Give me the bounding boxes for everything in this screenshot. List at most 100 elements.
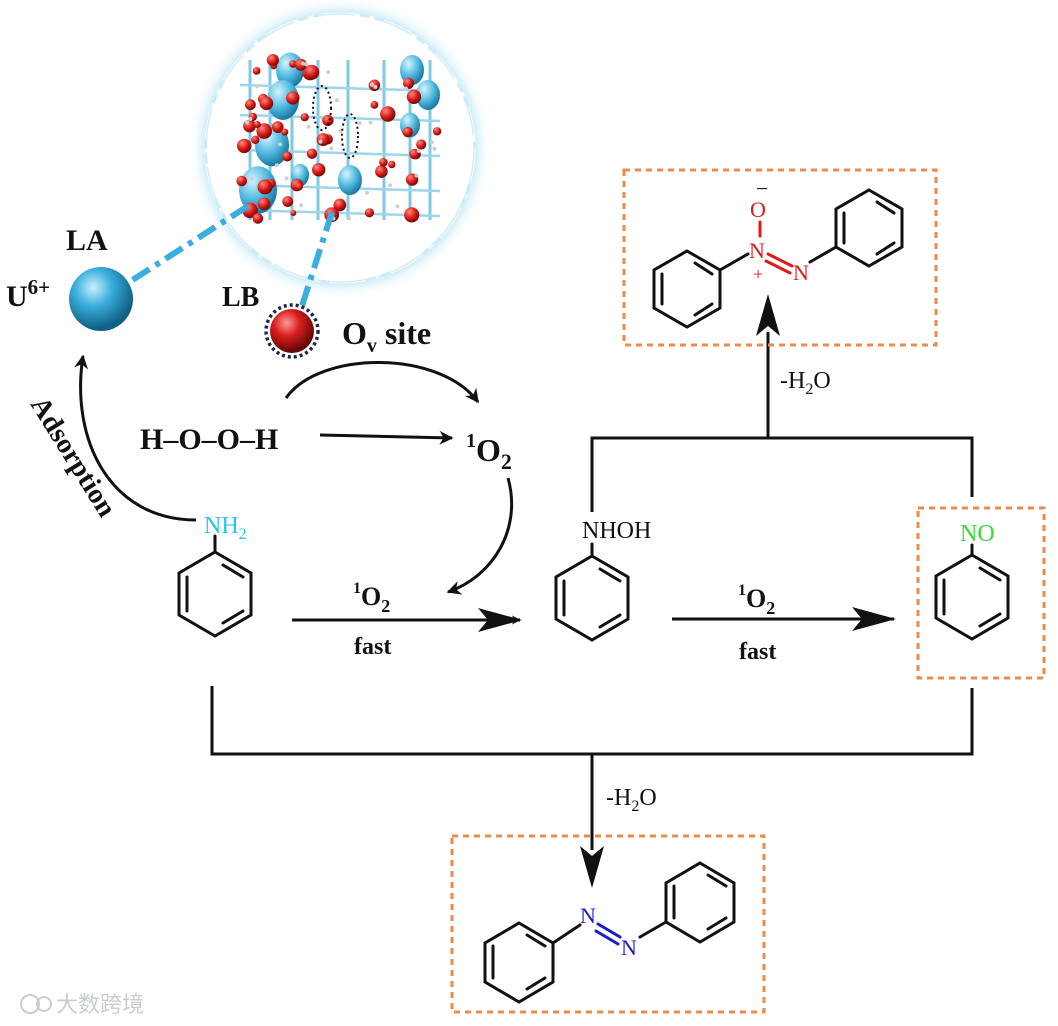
lattice-oxygen-atom (312, 163, 326, 177)
aniline-nh2-label: NH2 (204, 513, 247, 543)
lattice-oxygen-atom (251, 135, 260, 144)
la-link-line (118, 203, 250, 291)
lb-link-line (297, 211, 335, 313)
step2-o: O (746, 584, 766, 613)
oxygen-vacancy-lattice-icon (188, 0, 492, 300)
lattice-oxygen-atom (370, 101, 379, 109)
ov-site-text: site (377, 315, 431, 351)
u6-ion-label: U6+ (6, 275, 50, 313)
step1-arrowhead-fill (478, 608, 522, 632)
lattice-hydrogen-atom (432, 146, 437, 151)
azo-n2-label: N (621, 935, 637, 960)
lattice-hydrogen-atom (357, 121, 362, 126)
lattice-oxygen-atom (253, 121, 261, 128)
phenylhydroxylamine-molecule: NHOH (554, 518, 651, 642)
step2-arrowhead (852, 607, 896, 631)
lattice-oxygen-atom (266, 54, 279, 67)
nitrosobenzene-molecule: NO (934, 521, 1010, 641)
ov-subscript: v (367, 335, 377, 357)
azoxy-o-label: O (750, 197, 766, 222)
watermark-text: 大数跨境 (56, 993, 144, 1018)
lattice-oxygen-atom (243, 119, 256, 133)
lattice-oxygen-atom (432, 127, 442, 136)
hydrogen-peroxide-label: H–O–O–H (140, 423, 278, 456)
lewis-base-site: LB (222, 282, 320, 359)
step1-o: O (361, 582, 381, 611)
watermark-logo-icon (20, 994, 40, 1014)
lattice-uranium-atom (416, 80, 440, 110)
aniline-molecule: NH2 (177, 513, 253, 638)
azo-product-box (450, 834, 766, 1014)
peroxide-to-singlet-arrow (319, 430, 454, 445)
lattice-oxygen-atom (379, 158, 388, 167)
azoxy-n1-label: N (749, 238, 765, 263)
aniline-nitroso-bottom-bracket (210, 686, 974, 756)
lattice-hydrogen-atom (245, 120, 249, 125)
azoxy-minus-label: − (756, 176, 768, 201)
lattice-oxygen-atom (237, 138, 252, 154)
lattice-hydrogen-atom (326, 70, 331, 75)
lattice-oxygen-atom (380, 106, 396, 122)
adsorption-label: Adsorption (24, 391, 122, 523)
step1-sub: 2 (381, 596, 390, 616)
azoxy-plus-label: + (753, 264, 763, 284)
lattice-oxygen-atom (257, 197, 271, 211)
to-azoxy-arrowhead (756, 294, 780, 336)
singlet-oxygen-sup: 1 (466, 430, 476, 452)
lattice-uranium-atom (267, 80, 299, 120)
lattice-hydrogen-atom (248, 117, 253, 121)
azoxy-product-box (622, 168, 938, 347)
lattice-oxygen-atom (282, 151, 293, 162)
top-water-loss-label: -H2O (780, 368, 831, 398)
lattice-oxygen-atom (316, 133, 330, 147)
step2-sub: 2 (766, 598, 775, 618)
singlet-oxygen-sub: 2 (501, 449, 512, 474)
hydroxylamine-nitroso-top-bracket (590, 436, 974, 512)
step2-sup: 1 (738, 582, 746, 599)
lattice-hydrogen-atom (395, 204, 400, 209)
lattice-hydrogen-atom (429, 140, 434, 145)
lattice-oxygen-atom (375, 165, 388, 178)
ov-site-label: Ov site (342, 315, 431, 357)
lattice-hydrogen-atom (299, 203, 304, 208)
lattice-oxygen-atom (304, 64, 320, 80)
bottom-water-loss-label: -H2O (606, 785, 657, 815)
u6-sphere-icon (69, 267, 133, 331)
lattice-hydrogen-atom (278, 142, 282, 147)
azoxy-n2-label: N (793, 260, 809, 285)
lattice-uranium-atom (338, 165, 362, 195)
lattice-hydrogen-atom (388, 183, 393, 188)
adsorption-curved-arrow (74, 354, 197, 522)
azo-n1-label: N (580, 903, 596, 928)
ov-symbol: O (342, 315, 367, 351)
lattice-oxygen-atom (259, 96, 274, 111)
lattice-oxygen-atom (257, 179, 273, 195)
lattice-oxygen-atom (290, 210, 297, 216)
lattice-oxygen-atom (406, 89, 422, 105)
step1-sup: 1 (353, 580, 361, 597)
lattice-oxygen-atom (252, 213, 264, 224)
lattice-hydrogen-atom (414, 173, 419, 178)
lattice-hydrogen-atom (368, 120, 373, 125)
bottom-water-sub: 2 (631, 798, 639, 815)
lattice-hydrogen-atom (329, 146, 334, 151)
top-water-o: O (813, 368, 830, 394)
lattice-oxygen-atom (281, 128, 289, 136)
lattice-oxygen-atom (295, 182, 303, 191)
lattice-oxygen-atom (236, 175, 247, 187)
lattice-oxygen-atom (256, 123, 273, 139)
lattice-hydrogen-atom (335, 98, 339, 103)
lattice-hydrogen-atom (306, 124, 311, 129)
to-azo-arrowhead (580, 846, 604, 888)
bottom-water-h: -H (606, 785, 631, 811)
azobenzene-molecule: N N (483, 861, 736, 1004)
lattice-hydrogen-atom (373, 85, 378, 89)
step1-singlet-oxygen-label: 1O2 (353, 580, 390, 616)
lattice-hydrogen-atom (250, 176, 255, 181)
oxygen-sphere-icon (270, 309, 314, 353)
step2-fast-label: fast (739, 639, 776, 665)
lattice-uranium-atom (400, 55, 424, 85)
lattice-oxygen-atom (286, 91, 300, 105)
step1-fast-label: fast (354, 634, 391, 660)
lattice-oxygen-atom (289, 60, 297, 68)
